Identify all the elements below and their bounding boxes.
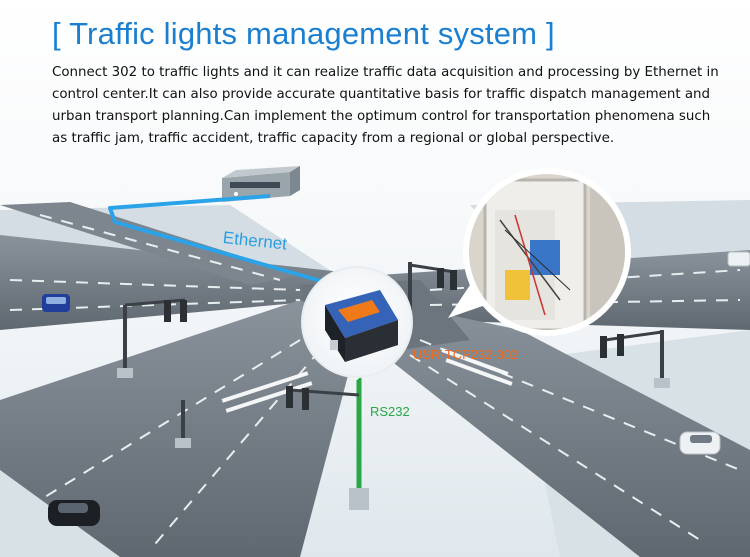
- car-icon: [48, 500, 100, 526]
- control-center-building-icon: [222, 166, 300, 202]
- description-paragraph: Connect 302 to traffic lights and it can…: [52, 65, 719, 146]
- rs232-label: RS232: [370, 404, 410, 419]
- road-network: [0, 202, 750, 557]
- traffic-light-icon: [175, 400, 191, 448]
- serial-server-device-icon: [301, 266, 413, 380]
- car-icon: [42, 294, 70, 312]
- traffic-light-icon: [286, 386, 360, 410]
- car-icon: [727, 251, 750, 267]
- car-icon: [679, 431, 721, 455]
- ethernet-cable-line: [108, 194, 336, 287]
- cabinet-photo-icon: [448, 168, 631, 336]
- traffic-light-icon: [600, 330, 670, 388]
- crosswalks: [221, 348, 513, 413]
- pole-base: [349, 488, 369, 510]
- device-model-label: USR-TCP232-302: [413, 347, 519, 362]
- page-title: [ Traffic lights management system ]: [52, 16, 555, 51]
- traffic-light-icon: [117, 298, 187, 378]
